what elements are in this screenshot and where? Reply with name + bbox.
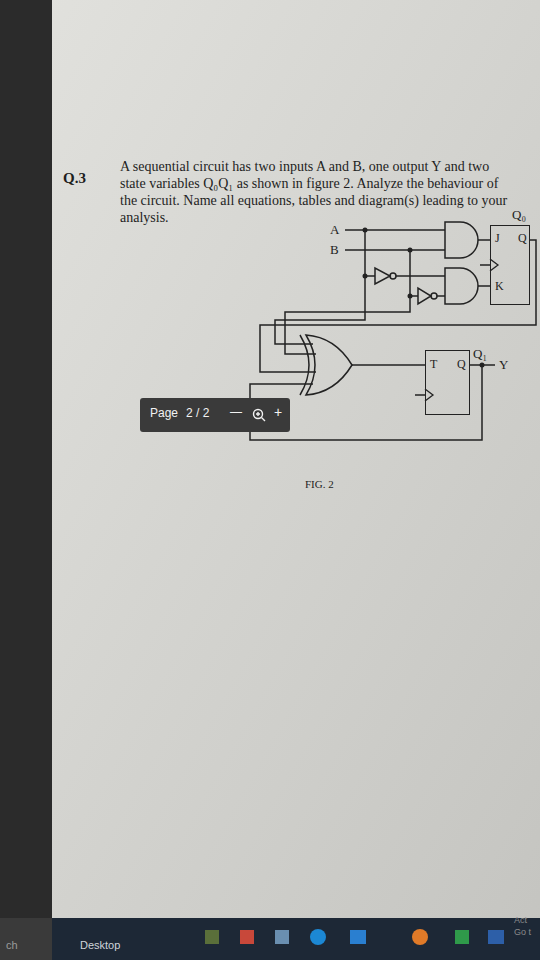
- screen-bezel: [0, 0, 52, 960]
- junction-dots: [363, 228, 485, 368]
- taskbar-icons: [205, 929, 504, 945]
- state-variable: Q₁: [473, 346, 487, 362]
- taskbar-label: ch: [6, 939, 18, 951]
- zoom-icon: [252, 408, 266, 422]
- node-text: J: [495, 232, 500, 245]
- watermark-text: Go t: [514, 927, 531, 937]
- wires: [250, 230, 536, 440]
- clock-marks: [425, 259, 498, 401]
- taskbar-search: [0, 918, 52, 960]
- signal-name: B: [330, 242, 339, 258]
- node-text: Q: [457, 358, 466, 371]
- question-number: Q.3: [63, 170, 86, 187]
- node-text: +: [274, 405, 282, 420]
- node-text: 2 / 2: [186, 407, 209, 420]
- t-flip-flop: TQ: [425, 350, 470, 415]
- watermark-text: Act: [514, 915, 527, 925]
- logic-gates: [300, 222, 478, 395]
- node-text: —: [230, 406, 242, 419]
- node-text: T: [430, 358, 437, 371]
- figure-caption: FIG. 2: [305, 478, 334, 490]
- node-text: Page: [150, 407, 178, 420]
- page-toolbar: Page 2 / 2 — +: [140, 398, 290, 432]
- question-text: A sequential circuit has two inputs A an…: [120, 158, 518, 226]
- node-text: K: [495, 280, 504, 293]
- signal-name: A: [330, 222, 339, 238]
- state-variable: Q₀: [512, 207, 526, 223]
- jk-flip-flop: J Q K: [490, 225, 530, 305]
- node-text: Q: [518, 232, 527, 245]
- taskbar: [52, 918, 540, 960]
- output-name: Y: [499, 357, 508, 373]
- taskbar-label: Desktop: [80, 939, 120, 951]
